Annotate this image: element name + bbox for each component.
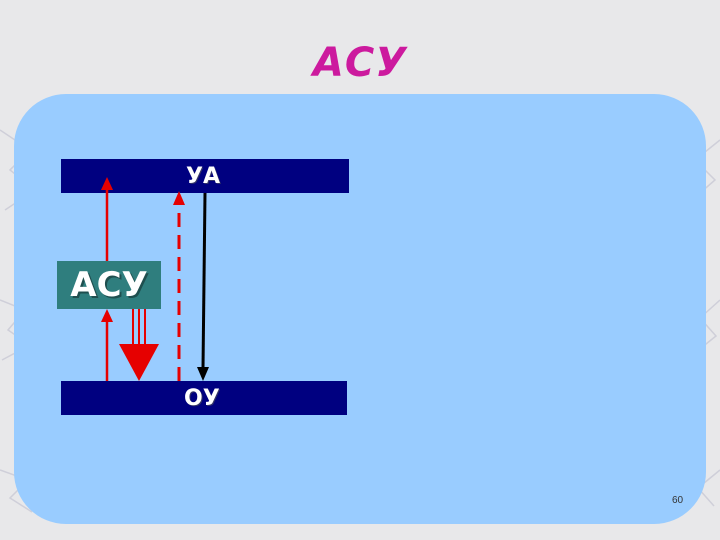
slide-title: АСУ (312, 40, 408, 86)
asu-block: АСУ (57, 261, 161, 309)
controlled-object-block: ОУ (61, 381, 347, 415)
control-device-label: УА (186, 164, 220, 189)
control-device-block: УА (61, 159, 349, 193)
controlled-object-label: ОУ (184, 386, 220, 411)
page-number: 60 (672, 495, 684, 506)
